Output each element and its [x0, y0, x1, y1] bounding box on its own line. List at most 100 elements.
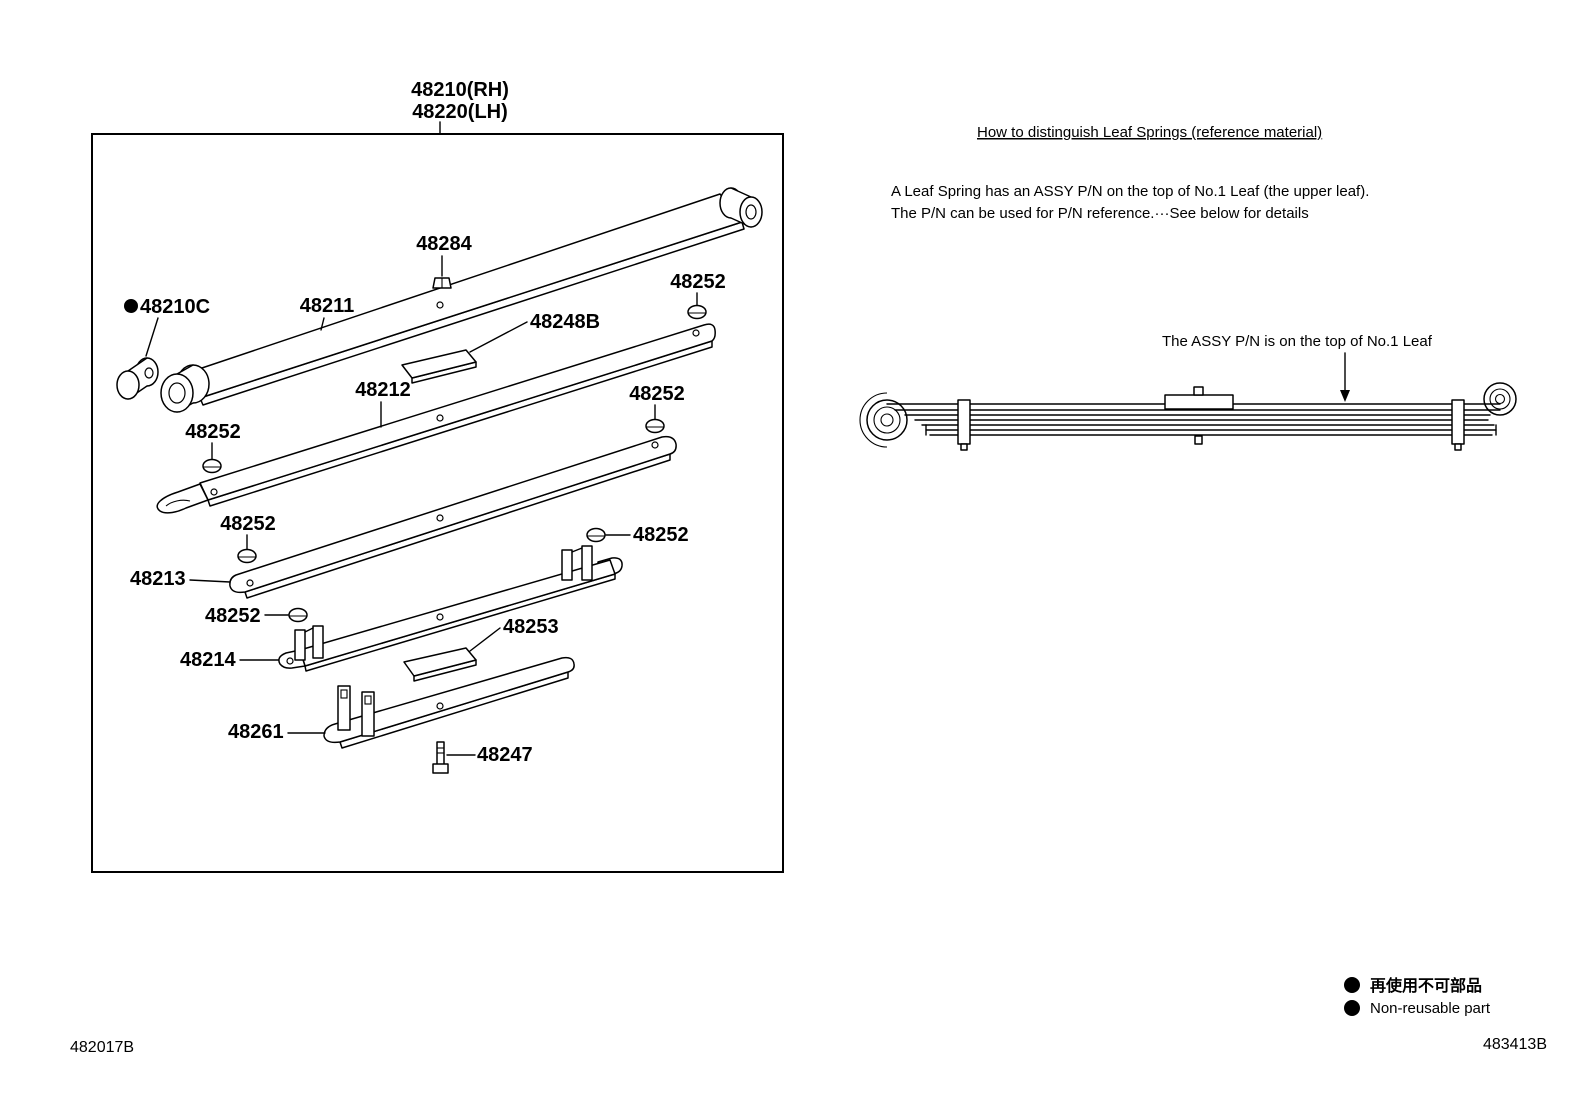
leaf-no1-right-eye	[719, 187, 763, 228]
leader-pad-plate-lower	[469, 627, 501, 652]
bushing-edge-top	[127, 357, 148, 372]
eye-outer	[1483, 382, 1517, 416]
legend-english: Non-reusable part	[1370, 1000, 1491, 1017]
plate-top	[401, 349, 477, 379]
leader-leaf-no3	[189, 579, 231, 583]
leaf-no2-hook	[156, 483, 209, 514]
pad-plate-upper-drawing	[401, 349, 477, 384]
insert-pad-4: 48252	[220, 513, 276, 564]
nut-drawing	[432, 277, 452, 289]
callout-insert-pad: 48252	[670, 271, 726, 293]
clip-bolt-stub	[960, 443, 968, 451]
bolt-head	[432, 763, 449, 774]
center-bolt-hole	[436, 514, 444, 522]
insert-pad-3: 48252	[185, 421, 241, 474]
center-bolt-drawing	[432, 741, 449, 774]
callout-leaf-no4: 48214	[180, 649, 236, 671]
clip-plate	[581, 545, 593, 581]
insert-pad-shape	[288, 607, 308, 623]
eye-edge-top	[176, 364, 194, 375]
center-bolt-hole	[436, 613, 444, 621]
bushing-bore	[144, 367, 154, 379]
clip-slot	[364, 695, 372, 705]
figure-code-right: 483413B	[1483, 1036, 1547, 1053]
callout-insert-pad: 48252	[185, 421, 241, 443]
legend: 再使用不可部品 Non-reusable part	[1344, 976, 1491, 1017]
clip-plate	[361, 691, 375, 737]
leaf-no1-drawing	[160, 187, 763, 413]
end-hole	[246, 579, 254, 587]
leaf-no2-drawing	[156, 323, 716, 514]
legend-japanese: 再使用不可部品	[1370, 976, 1482, 995]
side-view-bolt-top	[1193, 386, 1204, 396]
insert-pad-2: 48252	[629, 383, 685, 434]
eye-edge-top	[730, 187, 752, 198]
pad-plate-lower-drawing	[403, 647, 477, 682]
clip-plate	[294, 629, 306, 661]
callout-pad-plate-upper: 48248B	[530, 311, 600, 333]
assembly-rh-label: 48210(RH)	[411, 79, 509, 101]
non-reusable-mark-icon	[1344, 1000, 1360, 1016]
callout-insert-pad: 48252	[205, 605, 261, 627]
side-view-clip-right	[1451, 399, 1465, 445]
insert-pad-shape	[202, 458, 222, 474]
center-bolt-hole	[436, 414, 444, 422]
clip-plate	[561, 549, 573, 581]
insert-pad-5: 48252	[586, 524, 689, 546]
leaf-no2-hook-curl	[165, 499, 191, 507]
non-reusable-mark-icon	[1344, 977, 1360, 993]
clip-bolt-stub	[1454, 443, 1462, 451]
clip-plate	[337, 685, 351, 731]
insert-pad-shape	[645, 418, 665, 434]
leader-pad-plate-upper	[469, 321, 528, 353]
end-hole	[651, 441, 659, 449]
callout-leaf-no5: 48261	[228, 721, 284, 743]
eye-wrap-arc	[859, 392, 888, 448]
clip-bridge	[571, 547, 583, 553]
callout-bolt: 48247	[477, 744, 533, 766]
insert-pad-6: 48252	[205, 605, 308, 627]
assy-pn-note: The ASSY P/N is on the top of No.1 Leaf	[1162, 333, 1433, 350]
side-view-right-eye	[1483, 382, 1517, 416]
eye-inner	[880, 413, 894, 427]
end-hole	[692, 329, 700, 337]
arrow-assy-pn	[1340, 352, 1350, 402]
leaf-no4-drawing	[278, 545, 623, 672]
insert-pad-1: 48252	[670, 271, 726, 320]
clip-slot	[340, 689, 348, 699]
leaf-no1-left-eye	[160, 364, 210, 413]
callout-bushing: 48210C	[140, 296, 210, 318]
leaf-no1-side-face	[199, 221, 745, 406]
side-view-left-eye	[859, 392, 908, 448]
insert-pad-shape	[687, 304, 707, 320]
side-view-center-pad	[1164, 394, 1234, 410]
figure-code-left: 482017B	[70, 1039, 134, 1056]
callout-leaf-no1: 48211	[300, 295, 355, 317]
reference-heading: How to distinguish Leaf Springs (referen…	[977, 124, 1322, 141]
eye-middle	[873, 406, 901, 434]
center-bolt-hole	[436, 301, 444, 309]
bushing-drawing	[116, 357, 159, 400]
callout-insert-pad: 48252	[629, 383, 685, 405]
bolt-shaft	[436, 741, 445, 767]
callout-insert-pad: 48252	[633, 524, 689, 546]
bushing-front	[116, 370, 140, 400]
end-hole	[210, 488, 218, 496]
eye-bore	[168, 382, 186, 404]
side-view-bolt-bottom	[1194, 435, 1203, 445]
leaf-no2-top-face	[199, 323, 716, 501]
center-bolt-hole	[436, 702, 444, 710]
leaf-no5-clips	[337, 685, 375, 737]
eye-bore	[745, 204, 757, 220]
leaf-no5-top-face	[323, 656, 575, 744]
leaf-no4-right-clip	[561, 545, 593, 581]
arrow-head-icon	[1340, 390, 1350, 402]
clip-plate	[312, 625, 324, 659]
non-reusable-mark-icon	[124, 299, 138, 313]
insert-pad-shape	[586, 527, 606, 543]
leaf-no3-drawing	[229, 435, 677, 599]
callout-leaf-no3: 48213	[130, 568, 186, 590]
callout-nut: 48284	[416, 233, 472, 255]
insert-pad-shape	[237, 548, 257, 564]
